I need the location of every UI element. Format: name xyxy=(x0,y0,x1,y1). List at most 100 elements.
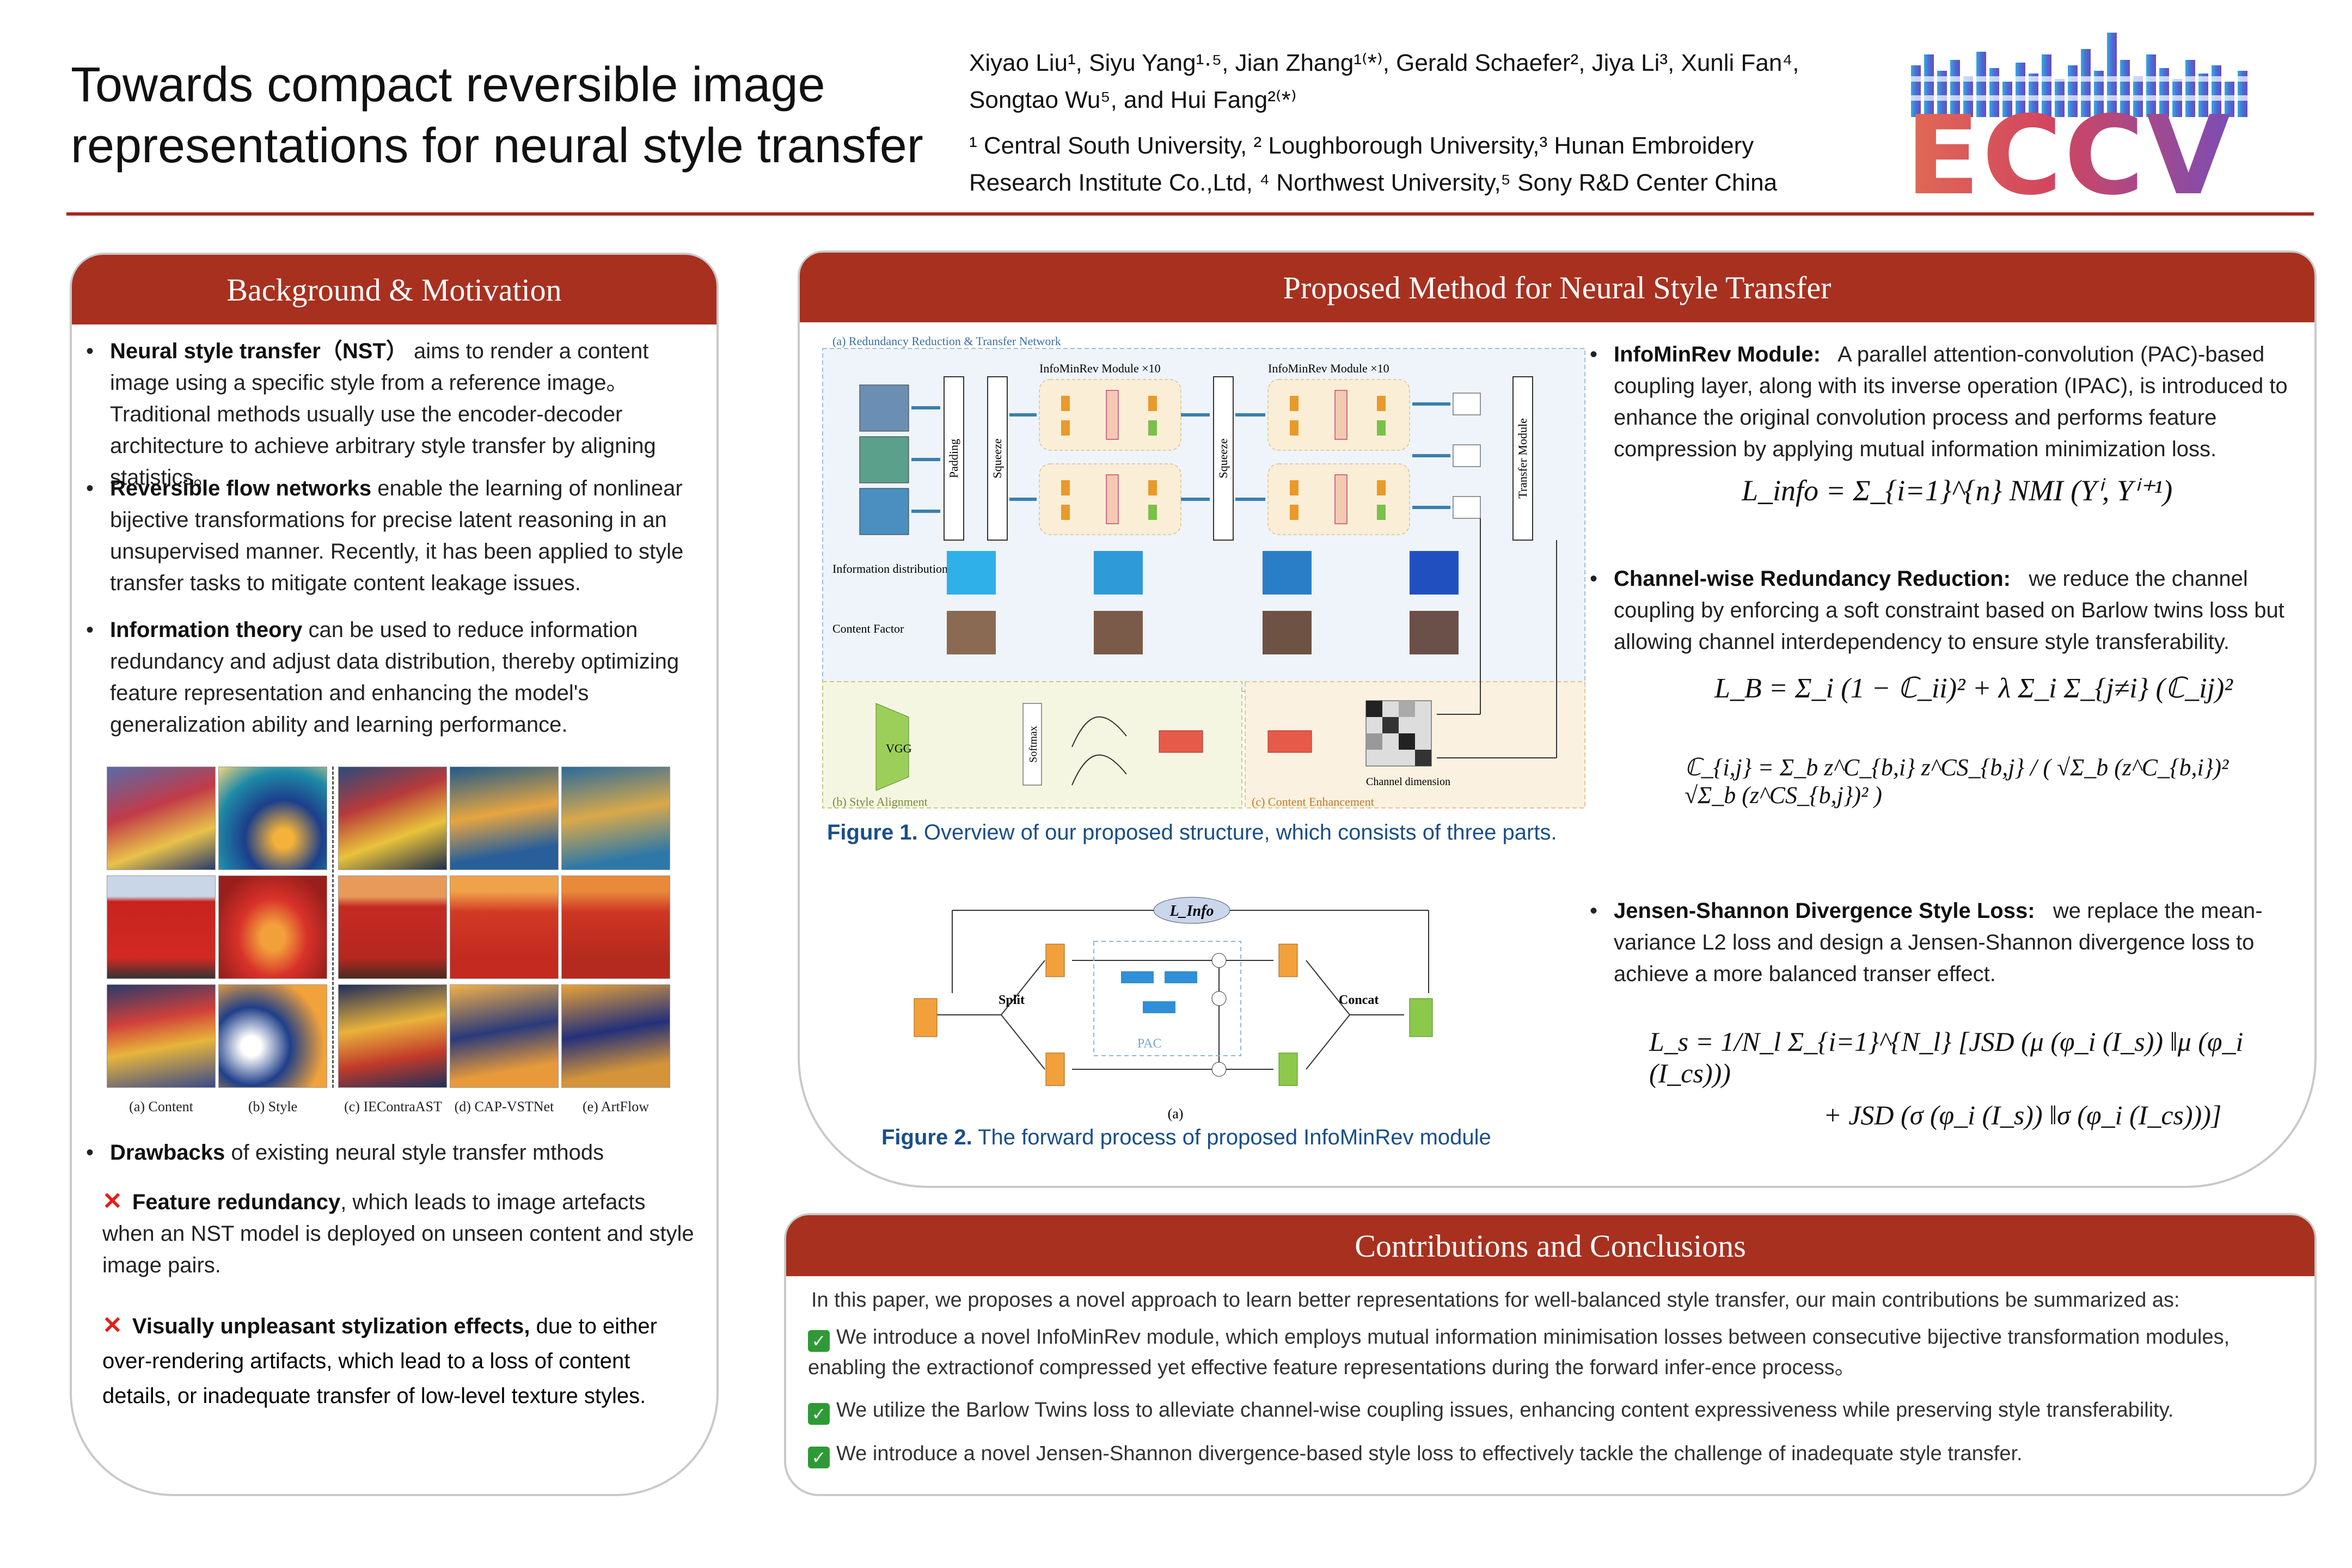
result-artflow-1 xyxy=(561,767,670,870)
bullet-info-text: can be used to reduce information redund… xyxy=(110,618,679,737)
bullet-nst-text: aims to render a content image using a s… xyxy=(110,339,656,489)
drawbacks-text: of existing neural style transfer mthods xyxy=(231,1141,604,1165)
bullet-info-head: Information theory xyxy=(110,618,303,642)
contribution-2-text: We utilize the Barlow Twins loss to alle… xyxy=(836,1399,2174,1422)
check-icon: ✓ xyxy=(808,1330,830,1352)
style-image-2 xyxy=(218,875,327,979)
fig1-info: Information distribution xyxy=(832,562,948,575)
fig1-module1: InfoMinRev Module ×10 xyxy=(1039,362,1161,375)
bullet-dot: • xyxy=(1590,342,1598,366)
content-image-1 xyxy=(107,767,216,870)
bullet-dot: • xyxy=(86,476,94,500)
background-heading: Background & Motivation xyxy=(72,255,716,324)
style-image-1 xyxy=(218,767,327,870)
fig2-caption-text: The forward process of proposed InfoMinR… xyxy=(978,1125,1491,1149)
fig1-squeeze-2: Squeeze xyxy=(1216,438,1230,478)
drawback-redundancy-text: , which leads to image artefacts when an… xyxy=(102,1190,694,1277)
caption-capvstnet: (d) CAP-VSTNet xyxy=(454,1099,554,1114)
figure-1-caption: Figure 1. Overview of our proposed struc… xyxy=(827,819,1600,846)
conclusions-intro: In this paper, we proposes a novel appro… xyxy=(811,1289,2180,1312)
figure-2: L_Info Split Concat PAC xyxy=(903,895,1459,1124)
method-heading: Proposed Method for Neural Style Transfe… xyxy=(800,253,2314,322)
fig2-linfo: L_Info xyxy=(1169,903,1214,920)
caption-artflow: (e) ArtFlow xyxy=(582,1099,650,1114)
drawback-redundancy: ✕ Feature redundancy, which leads to imag… xyxy=(102,1186,701,1281)
result-capvstnet-2 xyxy=(450,875,559,979)
eccv-logo: ECCV xyxy=(1906,22,2276,219)
style-image-3 xyxy=(218,984,327,1088)
fig1-softmax: Softmax xyxy=(1027,726,1039,763)
background-panel: Background & Motivation • Neural style t… xyxy=(70,253,719,1496)
fig1-label-b: (b) Style Alignment xyxy=(832,795,928,808)
caption-iecontraast: (c) IEContraAST xyxy=(344,1099,442,1114)
m2-head: Channel-wise Redundancy Reduction: xyxy=(1614,567,2011,591)
contribution-1: ✓We introduce a novel InfoMinRev module,… xyxy=(808,1322,2305,1383)
fig1-label-a: (a) Redundancy Reduction & Transfer Netw… xyxy=(832,334,1061,348)
drawbacks-head: Drawbacks xyxy=(110,1141,225,1165)
drawback-stylization: ✕ Visually unpleasant stylization effects… xyxy=(102,1308,701,1413)
content-image-3 xyxy=(107,984,216,1088)
bullet-dot: • xyxy=(1590,899,1598,923)
authors-line-2: Songtao Wu⁵, and Hui Fang²⁽*⁾ xyxy=(969,87,1297,113)
bullet-infominrev: • InfoMinRev Module: A parallel attentio… xyxy=(1590,339,2294,465)
check-icon: ✓ xyxy=(808,1447,830,1468)
affil-line-1: ¹ Central South University, ² Loughborou… xyxy=(969,132,1754,159)
contribution-3-text: We introduce a novel Jensen-Shannon dive… xyxy=(836,1442,2023,1465)
bullet-info: • Information theory can be used to redu… xyxy=(86,614,709,740)
bullet-flow-head: Reversible flow networks xyxy=(110,476,372,500)
result-iecontraast-1 xyxy=(338,767,447,870)
bullet-dot: • xyxy=(86,618,94,642)
content-image-2 xyxy=(107,875,216,979)
fig1-channel: Channel dimension xyxy=(1366,776,1450,788)
figure-2-diagram: L_Info Split Concat PAC xyxy=(914,897,1433,1122)
cross-icon: ✕ xyxy=(102,1312,122,1339)
fig1-content: Content Factor xyxy=(832,622,904,635)
fig1-module2: InfoMinRev Module ×10 xyxy=(1268,362,1389,375)
bullet-flow: • Reversible flow networks enable the le… xyxy=(86,473,709,599)
result-capvstnet-1 xyxy=(450,767,559,870)
caption-style: (b) Style xyxy=(248,1099,298,1114)
drawback-stylization-text: due to either over-rendering artifacts, … xyxy=(102,1314,657,1408)
title-line-2: representations for neural style transfe… xyxy=(71,119,923,173)
bullet-dot: • xyxy=(1590,567,1598,591)
author-list: Xiyao Liu¹, Siyu Yang¹·⁵, Jian Zhang¹⁽*⁾… xyxy=(969,45,1862,119)
contribution-1-text: We introduce a novel InfoMinRev module, … xyxy=(808,1326,2230,1379)
contribution-3: ✓ We introduce a novel Jensen-Shannon div… xyxy=(808,1438,2305,1469)
method-panel: Proposed Method for Neural Style Transfe… xyxy=(798,250,2317,1188)
conclusions-heading: Contributions and Conclusions xyxy=(786,1215,2314,1276)
fig1-transfer: Transfer Module xyxy=(1516,418,1529,499)
header-divider xyxy=(66,212,2314,216)
caption-content: (a) Content xyxy=(129,1099,193,1114)
figure-1-diagram: (a) Redundancy Reduction & Transfer Netw… xyxy=(822,334,1585,808)
figure-1: (a) Redundancy Reduction & Transfer Netw… xyxy=(822,333,1589,812)
cross-icon: ✕ xyxy=(102,1188,122,1215)
affil-line-2: Research Institute Co.,Ltd, ⁴ Northwest … xyxy=(969,169,1778,196)
result-iecontraast-2 xyxy=(338,875,447,979)
affiliations: ¹ Central South University, ² Loughborou… xyxy=(969,127,1862,201)
bullet-nst-head: Neural style transfer（NST） xyxy=(110,339,408,363)
conclusions-panel: Contributions and Conclusions In this pa… xyxy=(784,1213,2317,1496)
m3-text: we replace the mean-variance L2 loss and… xyxy=(1614,899,2263,986)
fig2-sub: (a) xyxy=(1168,1106,1184,1122)
fig1-vgg: VGG xyxy=(886,742,912,755)
fig1-caption-label: Figure 1. xyxy=(827,820,918,844)
bullet-dot: • xyxy=(86,339,94,363)
equation-linfo: L_info = Σ_{i=1}^{n} NMI (Yⁱ, Yⁱ⁺¹) xyxy=(1742,474,2173,507)
fig2-split: Split xyxy=(999,993,1025,1007)
check-icon: ✓ xyxy=(808,1403,830,1425)
m1-head: InfoMinRev Module: xyxy=(1614,342,1821,366)
bullet-dot: • xyxy=(86,1141,94,1165)
bullet-jsd: • Jensen-Shannon Divergence Style Loss: … xyxy=(1590,895,2294,990)
drawback-stylization-head: Visually unpleasant stylization effects, xyxy=(132,1314,530,1338)
fig1-caption-text: Overview of our proposed structure, whic… xyxy=(923,820,1557,844)
authors-line-1: Xiyao Liu¹, Siyu Yang¹·⁵, Jian Zhang¹⁽*⁾… xyxy=(969,50,1799,76)
bullet-channel: • Channel-wise Redundancy Reduction: we … xyxy=(1590,563,2294,658)
eccv-logo-graphic: ECCV xyxy=(1906,33,2254,219)
poster-title: Towards compact reversible image represe… xyxy=(71,54,942,176)
result-artflow-3 xyxy=(561,984,670,1088)
figure-2-caption: Figure 2. The forward process of propose… xyxy=(881,1124,1535,1151)
equation-ls-1: L_s = 1/N_l Σ_{i=1}^{N_l} [JSD (μ (φ_i (… xyxy=(1649,1026,2244,1088)
bullet-flow-text: enable the learning of nonlinear bijecti… xyxy=(110,476,684,595)
result-capvstnet-3 xyxy=(450,984,559,1088)
drawback-redundancy-head: Feature redundancy xyxy=(132,1190,341,1214)
